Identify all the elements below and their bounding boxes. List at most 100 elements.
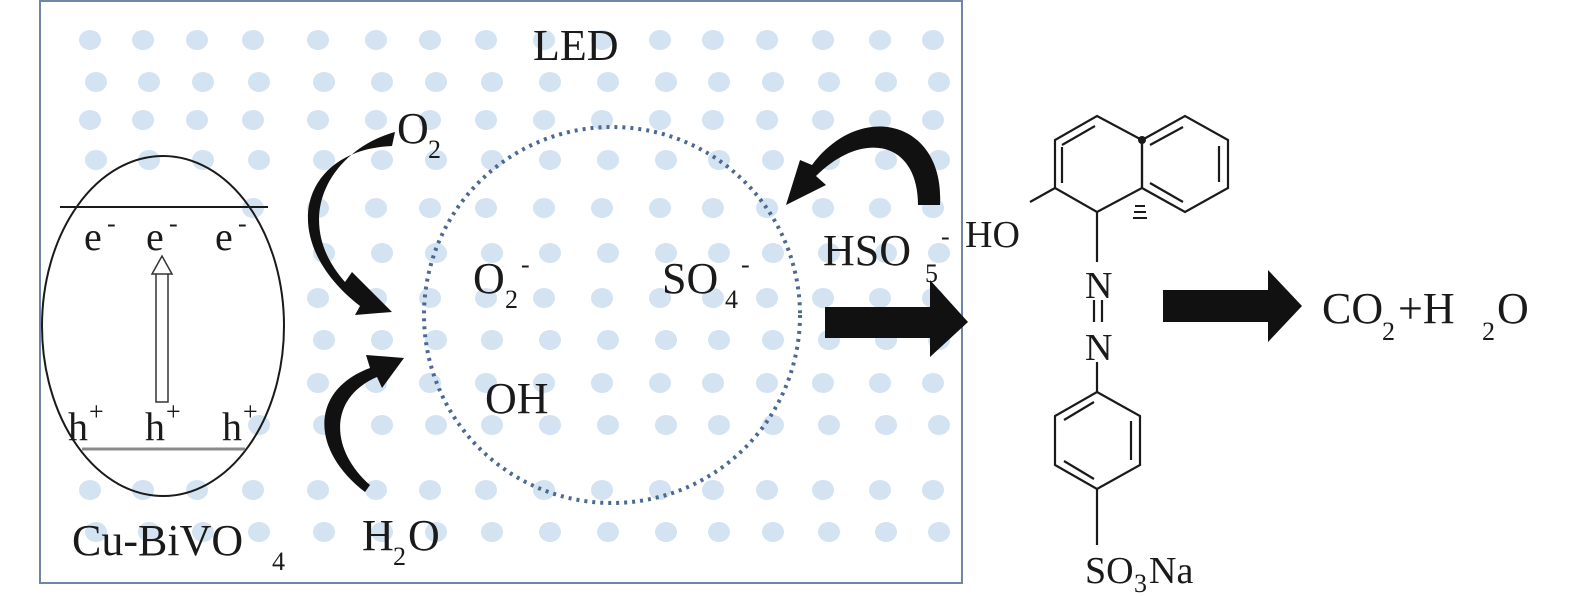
sulfate-radical: SO 4 - <box>662 250 750 314</box>
background-dot <box>475 30 497 50</box>
pms-curved-arrow <box>786 126 941 205</box>
background-dot <box>371 415 393 435</box>
background-dot <box>597 72 619 92</box>
background-dot <box>649 30 671 50</box>
background-dot <box>475 480 497 500</box>
excitation-arrow <box>150 254 174 403</box>
background-dot <box>922 480 944 500</box>
oxygen-curved-arrow <box>307 132 395 315</box>
svg-text:+H: +H <box>1398 284 1455 333</box>
background-dot <box>242 110 264 130</box>
background-dot <box>425 415 447 435</box>
background-dot <box>869 480 891 500</box>
background-dot <box>812 480 834 500</box>
svg-text:Cu-BiVO: Cu-BiVO <box>72 516 243 565</box>
svg-text:-: - <box>741 250 750 279</box>
svg-text:+: + <box>243 397 258 426</box>
background-dot <box>591 480 613 500</box>
svg-text:h: h <box>145 404 165 449</box>
background-dot <box>481 150 503 170</box>
background-dot <box>533 480 555 500</box>
background-dot <box>875 243 897 263</box>
background-dot <box>539 522 561 542</box>
attack-arrow <box>825 280 968 357</box>
background-dot <box>869 373 891 393</box>
background-dot <box>313 150 335 170</box>
background-dot <box>138 72 160 92</box>
background-dot <box>475 110 497 130</box>
background-dot <box>365 480 387 500</box>
background-dot <box>597 522 619 542</box>
svg-text:+: + <box>166 397 181 426</box>
background-dot <box>869 30 891 50</box>
background-dot <box>702 198 724 218</box>
background-dot <box>869 288 891 308</box>
background-dot <box>85 522 107 542</box>
background-dot <box>248 72 270 92</box>
background-dot <box>371 330 393 350</box>
background-dot <box>922 373 944 393</box>
hole-1: h + <box>68 397 104 449</box>
svg-text:4: 4 <box>725 285 738 314</box>
background-dot <box>481 72 503 92</box>
background-dot <box>419 480 441 500</box>
background-dot <box>655 150 677 170</box>
background-dot <box>597 243 619 263</box>
background-dot <box>533 30 555 50</box>
background-dot <box>875 522 897 542</box>
hydroxyl-group-label: HO <box>965 214 1020 256</box>
background-dot <box>756 480 778 500</box>
svg-text:+: + <box>89 397 104 426</box>
background-dot <box>649 373 671 393</box>
mineralization-arrow <box>1163 270 1302 342</box>
background-dot <box>708 72 730 92</box>
electron-3: e - <box>215 209 247 259</box>
background-dot <box>708 150 730 170</box>
catalyst-particle <box>41 155 285 497</box>
background-dot <box>762 243 784 263</box>
background-dot <box>708 243 730 263</box>
background-dot <box>419 30 441 50</box>
background-dot <box>539 243 561 263</box>
background-dot <box>812 373 834 393</box>
background-dot <box>79 480 101 500</box>
led-label: LED <box>533 21 619 70</box>
background-dot <box>762 330 784 350</box>
background-dot <box>818 243 840 263</box>
background-dot <box>762 72 784 92</box>
electron-1: e - <box>84 209 116 259</box>
azo-nitrogen-1: N <box>1085 265 1112 307</box>
background-dot <box>702 373 724 393</box>
background-dot <box>812 30 834 50</box>
background-dot <box>425 522 447 542</box>
background-dot <box>649 288 671 308</box>
background-dot <box>649 110 671 130</box>
background-dot <box>875 415 897 435</box>
background-dot <box>79 110 101 130</box>
svg-text:2: 2 <box>1382 317 1395 346</box>
svg-text:e: e <box>146 214 164 259</box>
background-dot <box>307 30 329 50</box>
pms-label: HSO 5 - <box>823 222 950 288</box>
svg-text:3: 3 <box>1134 569 1147 597</box>
background-dot <box>922 110 944 130</box>
background-dot <box>591 288 613 308</box>
background-dot <box>419 373 441 393</box>
orange-ii-molecule <box>1029 114 1230 545</box>
svg-text:-: - <box>521 250 530 279</box>
background-dot <box>708 330 730 350</box>
background-dot <box>533 198 555 218</box>
svg-text:HSO: HSO <box>823 226 911 275</box>
background-dot <box>192 72 214 92</box>
background-dot <box>702 288 724 308</box>
background-dot <box>928 243 950 263</box>
background-dot <box>539 330 561 350</box>
background-dot <box>928 522 950 542</box>
svg-text:5: 5 <box>925 259 938 288</box>
background-dot <box>818 72 840 92</box>
background-dot <box>756 30 778 50</box>
background-dot <box>481 330 503 350</box>
background-dot <box>756 288 778 308</box>
svg-text:4: 4 <box>272 547 285 576</box>
catalyst-label: Cu-BiVO 4 <box>72 516 285 576</box>
